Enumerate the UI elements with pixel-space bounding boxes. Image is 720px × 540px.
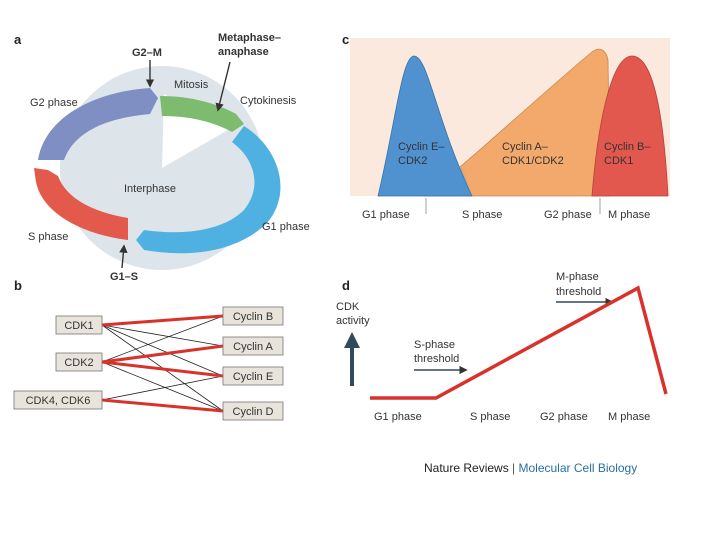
c-g1-phase: G1 phase (362, 209, 410, 221)
cyclin-e-label-1: Cyclin E– (398, 141, 445, 153)
cyclin-e-box (222, 366, 284, 386)
s-threshold-label-1: S-phase (414, 339, 455, 351)
cdk-activity-label-2: activity (336, 315, 370, 327)
journal-title: Molecular Cell Biology (519, 461, 638, 475)
cdk-activity-axis-arrowhead (344, 332, 360, 348)
g1-phase-label: G1 phase (262, 221, 310, 233)
cdk-activity-line (370, 285, 668, 400)
s-phase-label: S phase (28, 231, 68, 243)
cyclin-e-label-2: CDK2 (398, 155, 427, 167)
cyclin-a-label-2: CDK1/CDK2 (502, 155, 564, 167)
panel-c-label: c (342, 32, 349, 47)
s-threshold-label-2: threshold (414, 353, 459, 365)
cyclin-e-curve (377, 55, 473, 197)
cyclin-a-label-1: Cyclin A– (502, 141, 549, 153)
journal-name: Nature Reviews (424, 461, 509, 475)
cdk2-label: CDK2 (64, 357, 93, 369)
g1-phase-arrow (136, 126, 281, 254)
cyclin-a-box (222, 336, 284, 356)
cyclin-d-label: Cyclin D (233, 406, 274, 418)
panel-a: a G2–M Metaphase– anaphase Mitosis Cytok… (14, 32, 310, 283)
cyclin-a-label: Cyclin A (233, 341, 273, 353)
s-phase-arrow (34, 168, 128, 240)
d-g2-phase: G2 phase (540, 411, 588, 423)
interphase-label: Interphase (124, 183, 176, 195)
panel-a-label: a (14, 32, 22, 47)
mitosis-arrow (160, 96, 244, 132)
panel-d: d CDK activity S-phase threshold M-phase… (336, 271, 668, 423)
panel-b-label: b (14, 278, 22, 293)
primary-links (101, 314, 224, 413)
cdk46-box (13, 390, 103, 410)
mitosis-label: Mitosis (174, 79, 209, 91)
metaphase-label-2: anaphase (218, 46, 269, 58)
panel-c: c Cyclin E– CDK2 Cyclin A– CDK1/CDK2 Cyc… (342, 32, 670, 221)
cdk-activity-label-1: CDK (336, 301, 360, 313)
weak-links (101, 315, 224, 412)
panel-b: b CDK1 CDK2 CDK4, CDK6 Cyclin B Cyclin A (13, 278, 284, 421)
cdk46-label: CDK4, CDK6 (26, 395, 91, 407)
g2-phase-arrow (38, 88, 158, 160)
cyclin-b-label: Cyclin B (233, 311, 273, 323)
c-m-phase: M phase (608, 209, 650, 221)
g2m-label: G2–M (132, 47, 162, 59)
journal-credit: Nature Reviews | Molecular Cell Biology (424, 461, 637, 475)
metaphase-label-1: Metaphase– (218, 32, 281, 44)
g1s-checkpoint-arrow (119, 244, 128, 269)
c-g2-phase: G2 phase (544, 209, 592, 221)
cyclin-e-label: Cyclin E (233, 371, 273, 383)
cdk1-label: CDK1 (64, 320, 93, 332)
m-threshold-label-2: threshold (556, 286, 601, 298)
cyclin-d-box (222, 401, 284, 421)
cyclin-b-label-1: Cyclin B– (604, 141, 651, 153)
g2-phase-label: G2 phase (30, 97, 78, 109)
cytokinesis-label: Cytokinesis (240, 95, 297, 107)
cdk2-box (55, 352, 103, 372)
panel-d-label: d (342, 278, 350, 293)
metaphase-checkpoint-arrow (215, 61, 231, 112)
credit-separator: | (509, 461, 519, 475)
cdk1-box (55, 315, 103, 335)
d-m-phase: M phase (608, 411, 650, 423)
cyclin-b-curve (591, 55, 669, 197)
c-s-phase: S phase (462, 209, 502, 221)
d-g1-phase: G1 phase (374, 411, 422, 423)
cyclin-b-box (222, 306, 284, 326)
g1s-label: G1–S (110, 271, 138, 283)
cyclin-b-label-2: CDK1 (604, 155, 633, 167)
m-threshold-label-1: M-phase (556, 271, 599, 283)
d-s-phase: S phase (470, 411, 510, 423)
